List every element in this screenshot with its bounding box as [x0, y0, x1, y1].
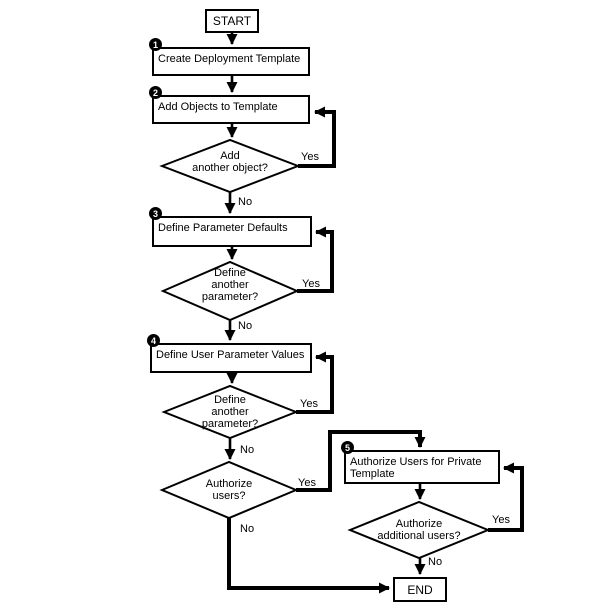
decision-5-yes-label: Yes	[492, 514, 510, 526]
step-badge-5: 5	[341, 441, 354, 454]
process-box-define-user-parameter-values: Define User Parameter Values	[150, 343, 312, 373]
decision-4-no-label: No	[240, 523, 255, 535]
step-badge-1: 1	[149, 38, 162, 51]
process-box-authorize-users-private-template: Authorize Users for Private Template	[344, 450, 500, 484]
step-badge-2: 2	[149, 86, 162, 99]
decision-add-another-object-label: Add another object?	[192, 150, 268, 174]
process-box-define-parameter-defaults: Define Parameter Defaults	[152, 216, 312, 247]
decision-1-yes-label: Yes	[301, 151, 319, 163]
step-badge-3: 3	[149, 207, 162, 220]
step-badge-4: 4	[147, 334, 160, 347]
decision-define-another-parameter-2-label: Define another parameter?	[201, 394, 259, 430]
decision-define-another-parameter-1-label: Define another parameter?	[201, 267, 259, 303]
decision-4-yes-label: Yes	[298, 477, 316, 489]
decision-3-no-label: No	[240, 444, 255, 456]
start-node: START	[205, 9, 259, 33]
decision-1-no-label: No	[238, 196, 253, 208]
decision-2-no-label: No	[238, 320, 253, 332]
process-box-add-objects: Add Objects to Template	[152, 95, 310, 124]
end-node: END	[393, 577, 447, 602]
decision-authorize-additional-users-label: Authorize additional users?	[377, 518, 461, 542]
decision-5-no-label: No	[428, 556, 443, 568]
decision-2-yes-label: Yes	[302, 278, 320, 290]
process-box-create-deployment-template: Create Deployment Template	[152, 47, 310, 76]
decision-authorize-users-label: Authorize users?	[205, 478, 253, 502]
decision-3-yes-label: Yes	[300, 398, 318, 410]
